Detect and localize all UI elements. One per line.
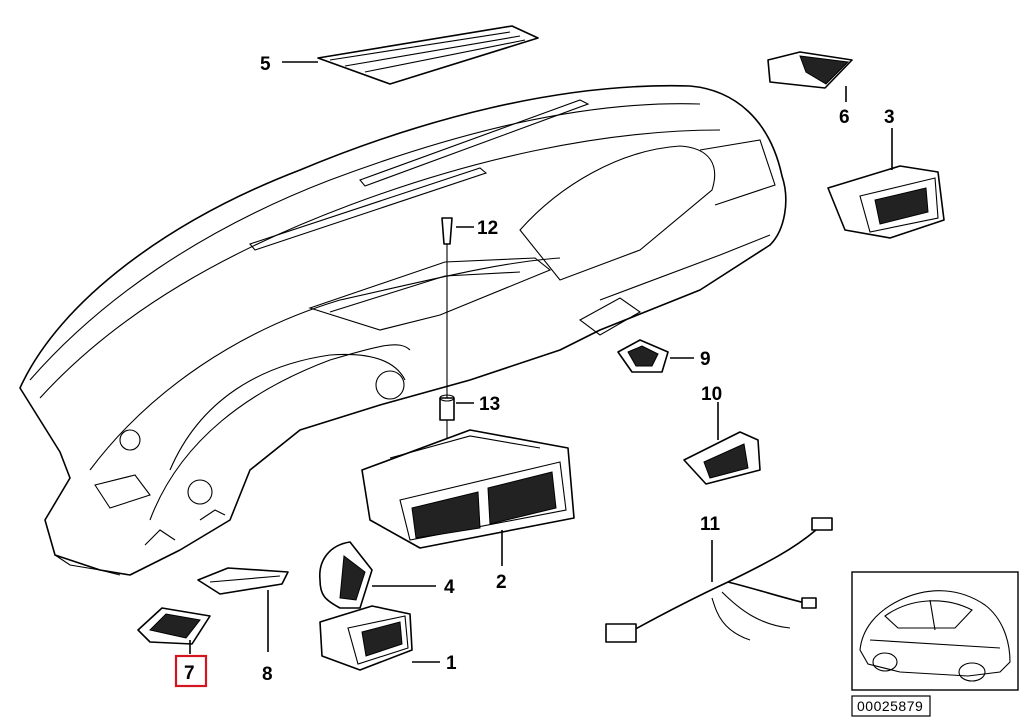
car-thumbnail-inset (851, 571, 1019, 691)
callout-3: 3 (884, 107, 895, 128)
callout-5: 5 (260, 54, 271, 75)
part-4-round-vent (319, 541, 373, 609)
callout-11: 11 (700, 514, 721, 535)
callout-7: 7 (184, 663, 195, 684)
part-5-top-panel (317, 25, 539, 85)
callout-7-highlight-box (174, 654, 208, 688)
dashboard-panel (19, 84, 787, 576)
callout-4: 4 (444, 577, 455, 598)
callout-12: 12 (477, 218, 498, 239)
callout-6: 6 (839, 107, 850, 128)
callouts: 5 6 3 12 9 13 10 11 4 2 1 8 7 (174, 54, 895, 688)
reference-number: 00025879 (851, 695, 931, 717)
callout-10: 10 (701, 384, 722, 405)
part-13-spacer (439, 394, 455, 455)
part-9-clip (617, 339, 669, 373)
callout-2: 2 (496, 572, 507, 593)
part-1-vent (319, 605, 413, 671)
leader-lines (189, 61, 893, 663)
part-12-screw (441, 217, 453, 410)
part-2-center-vent (361, 429, 575, 549)
callout-1: 1 (446, 653, 457, 674)
part-6-corner-vent (767, 51, 853, 89)
part-7-bracket (137, 607, 211, 645)
part-11-wiring-harness (605, 517, 833, 643)
part-8-trim-strip (197, 567, 289, 595)
part-3-side-vent (827, 165, 945, 239)
callout-13: 13 (479, 394, 500, 415)
part-10-housing (683, 431, 761, 485)
reference-number-text: 00025879 (857, 698, 923, 714)
callout-8: 8 (262, 664, 273, 685)
callout-9: 9 (700, 349, 711, 370)
